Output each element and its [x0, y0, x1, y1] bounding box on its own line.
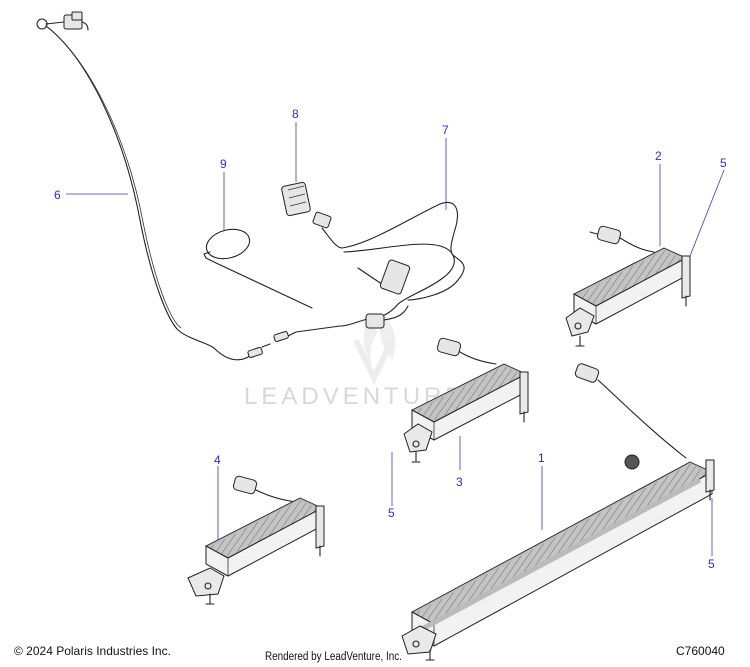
- part-9-cable-tie: [203, 228, 313, 309]
- part-8-connector: [281, 181, 311, 217]
- diagram-code: C760040: [676, 644, 725, 658]
- part-2-light-bar: [565, 225, 691, 347]
- leader-lines: [66, 122, 725, 556]
- callout-8: 8: [292, 107, 299, 121]
- callout-1: 1: [538, 451, 545, 465]
- callout-9: 9: [220, 157, 227, 171]
- callout-4: 4: [214, 453, 221, 467]
- part-1-long-light-bar: [401, 363, 715, 661]
- callout-2: 2: [655, 149, 662, 163]
- part-6-cable: [36, 11, 271, 361]
- part-3-light-bar: [403, 337, 529, 463]
- part-7-switch-harness: [273, 202, 465, 342]
- callout-5-top: 5: [720, 156, 727, 170]
- callout-6: 6: [54, 188, 61, 202]
- part-4-light-bar: [187, 475, 325, 605]
- callout-5-bottom: 5: [708, 557, 715, 571]
- callout-3: 3: [456, 475, 463, 489]
- callout-7: 7: [442, 123, 449, 137]
- rendered-by-text: Rendered by LeadVenture, Inc.: [265, 651, 402, 663]
- callout-5-mid: 5: [388, 506, 395, 520]
- copyright-text: © 2024 Polaris Industries Inc.: [14, 644, 171, 658]
